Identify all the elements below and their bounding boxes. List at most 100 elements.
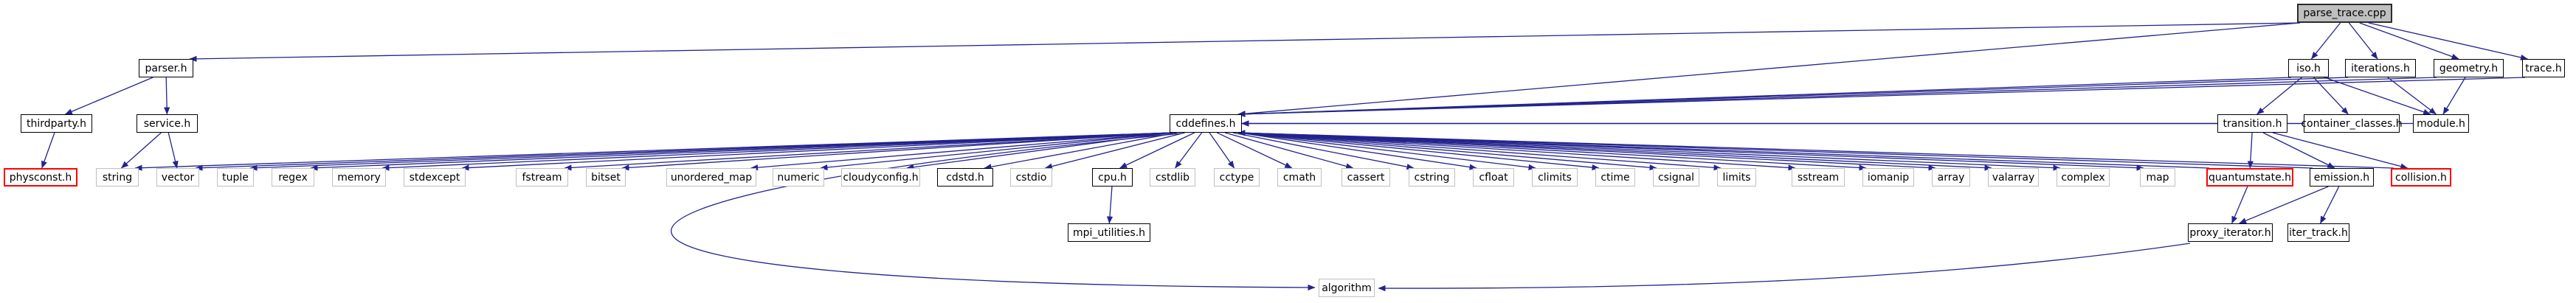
edge-cddefines_h-to-cstdlib <box>1175 132 1203 169</box>
edge-cddefines_h-to-climits <box>1238 132 1536 170</box>
edge-proxy_iterator_h-to-algorithm <box>1378 243 2191 292</box>
graph-node-climits: climits <box>1532 168 1578 187</box>
edge-iterations_h-to-module_h <box>2387 77 2437 115</box>
graph-node-cstring: cstring <box>1409 168 1455 187</box>
edge-parse_trace_cpp-to-iterations_h <box>2348 22 2378 60</box>
graph-node-cdstd_h[interactable]: cdstd.h <box>937 168 993 187</box>
graph-node-map: map <box>2140 168 2175 187</box>
graph-node-sstream: sstream <box>1792 168 1845 187</box>
graph-node-limits: limits <box>1717 168 1756 187</box>
edge-cddefines_h-to-iomanip <box>1238 132 1867 171</box>
graph-node-ctime: ctime <box>1595 168 1635 187</box>
edge-cddefines_h-to-unordered_map <box>750 132 1173 171</box>
edge-cddefines_h-to-cmath <box>1216 132 1293 169</box>
edge-cddefines_h-to-numeric <box>820 132 1173 171</box>
edge-parse_trace_cpp-to-trace_h <box>2368 22 2528 60</box>
graph-node-module_h[interactable]: module.h <box>2413 114 2469 133</box>
graph-node-fstream: fstream <box>516 168 568 187</box>
graph-node-unordered_map: unordered_map <box>666 168 756 187</box>
edge-cddefines_h-to-map <box>1238 132 2144 171</box>
graph-node-emission_h[interactable]: emission.h <box>2310 168 2374 187</box>
edge-cddefines_h-to-cctype <box>1209 132 1235 169</box>
edge-cddefines_h-to-memory <box>381 132 1173 171</box>
edge-transition_h-to-emission_h <box>2262 132 2335 169</box>
graph-node-iomanip: iomanip <box>1862 168 1914 187</box>
edge-cddefines_h-to-stdexcept <box>461 132 1173 171</box>
edge-parser_h-to-thirdparty_h <box>64 77 153 115</box>
graph-node-cassert: cassert <box>1341 168 1390 187</box>
edge-emission_h-to-iter_track_h <box>2319 186 2340 224</box>
edge-trace_h-to-cddefines_h <box>1237 77 2526 117</box>
graph-node-memory: memory <box>332 168 386 187</box>
graph-node-service_h[interactable]: service.h <box>137 114 198 133</box>
graph-node-stdexcept: stdexcept <box>404 168 466 187</box>
graph-node-parser_h[interactable]: parser.h <box>139 59 193 77</box>
edge-cpu_h-to-mpi_utilities_h <box>1106 186 1113 224</box>
edge-cddefines_h-to-valarray <box>1238 132 1992 171</box>
edge-cddefines_h-to-cassert <box>1224 132 1354 170</box>
edge-quantumstate_h-to-proxy_iterator_h <box>2231 186 2248 224</box>
edge-iso_h-to-container_classes_h <box>2313 77 2349 115</box>
edge-cddefines_h-to-sstream <box>1238 132 1796 171</box>
graph-node-transition_h[interactable]: transition.h <box>2217 114 2287 133</box>
edge-collision_h-to-cddefines_h <box>1237 130 2394 169</box>
edge-cddefines_h-to-csignal <box>1238 132 1657 171</box>
edge-transition_h-to-collision_h <box>2272 132 2408 170</box>
graph-node-array: array <box>1932 168 1970 187</box>
graph-node-cloudyconfig_h: cloudyconfig.h <box>841 168 920 187</box>
graph-node-csignal: csignal <box>1653 168 1699 187</box>
edge-parse_trace_cpp-to-parser_h <box>189 22 2301 62</box>
edge-parse_trace_cpp-to-cddefines_h <box>1237 22 2301 117</box>
graph-node-valarray: valarray <box>1988 168 2039 187</box>
edge-parse_trace_cpp-to-geometry_h <box>2359 22 2459 60</box>
graph-node-collision_h[interactable]: collision.h <box>2391 168 2451 187</box>
graph-node-quantumstate_h[interactable]: quantumstate.h <box>2206 168 2293 187</box>
edge-iso_h-to-transition_h <box>2256 77 2302 115</box>
edge-cddefines_h-to-fstream <box>564 132 1173 171</box>
graph-node-geometry_h[interactable]: geometry.h <box>2434 59 2504 77</box>
edge-parse_trace_cpp-to-iso_h <box>2310 22 2341 60</box>
edge-cddefines_h-to-bitset <box>621 132 1173 171</box>
graph-node-iterations_h[interactable]: iterations.h <box>2345 59 2416 77</box>
graph-node-cmath: cmath <box>1277 168 1322 187</box>
edge-cddefines_h-to-algorithm <box>671 133 1316 291</box>
graph-node-cctype: cctype <box>1214 168 1260 187</box>
graph-node-physconst_h[interactable]: physconst.h <box>4 168 77 187</box>
graph-node-complex: complex <box>2057 168 2110 187</box>
graph-node-cfloat: cfloat <box>1473 168 1514 187</box>
edge-service_h-to-vector <box>168 132 179 169</box>
edge-service_h-to-string <box>120 132 162 169</box>
graph-node-mpi_utilities_h[interactable]: mpi_utilities.h <box>1068 223 1150 242</box>
edge-cddefines_h-to-cfloat <box>1238 132 1477 170</box>
graph-node-iter_track_h[interactable]: iter_track.h <box>2287 223 2349 242</box>
graph-node-trace_h[interactable]: trace.h <box>2522 59 2565 77</box>
edge-cddefines_h-to-complex <box>1238 132 2061 171</box>
graph-node-cddefines_h[interactable]: cddefines.h <box>1170 114 1242 133</box>
edge-parser_h-to-service_h <box>164 77 170 115</box>
edge-emission_h-to-proxy_iterator_h <box>2239 186 2329 224</box>
graph-node-parse_trace_cpp[interactable]: parse_trace.cpp <box>2297 4 2392 23</box>
edge-cddefines_h-to-cstring <box>1232 132 1415 170</box>
edge-cddefines_h-to-cstdio <box>1044 132 1185 170</box>
graph-node-thirdparty_h[interactable]: thirdparty.h <box>21 114 92 133</box>
edge-iso_h-to-module_h <box>2324 77 2431 115</box>
edge-cddefines_h-to-ctime <box>1238 132 1600 171</box>
graph-node-iso_h[interactable]: iso.h <box>2288 59 2329 77</box>
edge-cddefines_h-to-limits <box>1238 132 1722 171</box>
graph-node-cstdio: cstdio <box>1010 168 1052 187</box>
graph-node-container_classes_h[interactable]: container_classes.h <box>2301 114 2403 133</box>
edge-geometry_h-to-module_h <box>2442 77 2466 115</box>
graph-node-string: string <box>96 168 139 187</box>
edge-thirdparty_h-to-physconst_h <box>41 132 55 169</box>
edge-cddefines_h-to-cpu_h <box>1119 132 1195 169</box>
graph-node-cpu_h[interactable]: cpu.h <box>1092 168 1133 187</box>
graph-node-proxy_iterator_h[interactable]: proxy_iterator.h <box>2188 223 2273 242</box>
graph-node-bitset: bitset <box>586 168 626 187</box>
graph-node-numeric: numeric <box>773 168 824 187</box>
edge-cddefines_h-to-cdstd_h <box>984 132 1177 170</box>
graph-node-vector: vector <box>156 168 199 187</box>
graph-node-cstdlib: cstdlib <box>1150 168 1195 187</box>
graph-node-tuple: tuple <box>217 168 254 187</box>
